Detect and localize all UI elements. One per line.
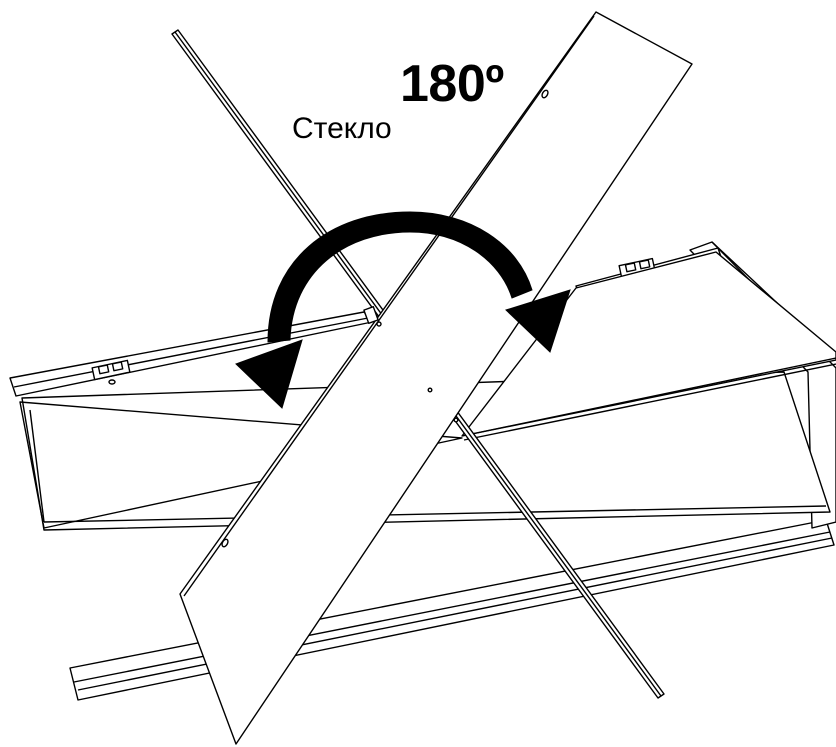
hinge-left: [91, 359, 131, 385]
bottom-rail: [69, 519, 835, 701]
glass-rotating-panel: [179, 11, 693, 745]
hinge-rail-left: [9, 311, 373, 397]
glass-label: Стекло: [292, 112, 392, 145]
rotation-arrow-icon: [235, 211, 571, 409]
center-hinge: [363, 306, 459, 423]
rotation-angle-label: 180º: [400, 55, 504, 113]
glass-horizontal: [19, 251, 836, 529]
